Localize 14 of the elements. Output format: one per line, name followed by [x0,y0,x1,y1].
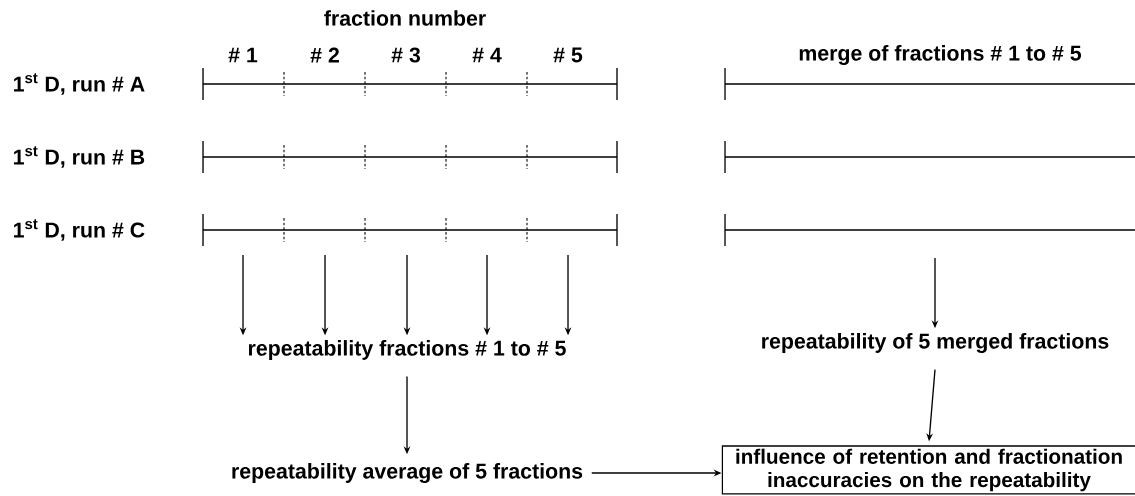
fraction-label: # 3 [391,47,421,63]
result-text: repeatability fractions # 1 to # 5 [248,340,566,360]
fraction-label: # 2 [310,47,339,63]
fraction-label: # 1 [228,47,258,63]
run-label: 1$^{st}$ D, run # A [14,73,145,95]
fraction-label: # 5 [553,47,583,63]
result-text: repeatability of 5 merged fractions [762,333,1109,353]
column-heading: merge of fractions # 1 to # 5 [799,45,1082,65]
result-text: repeatability average of 5 fractions [232,463,583,483]
fraction-label: # 4 [472,47,502,63]
conclusion-box: influence of retention and fractionation inaccuracies on the repeatability [721,445,1135,495]
axis-title: fraction number [324,10,486,26]
run-label: 1$^{st}$ D, run # B [14,146,145,168]
run-label: 1$^{st}$ D, run # C [14,219,145,241]
